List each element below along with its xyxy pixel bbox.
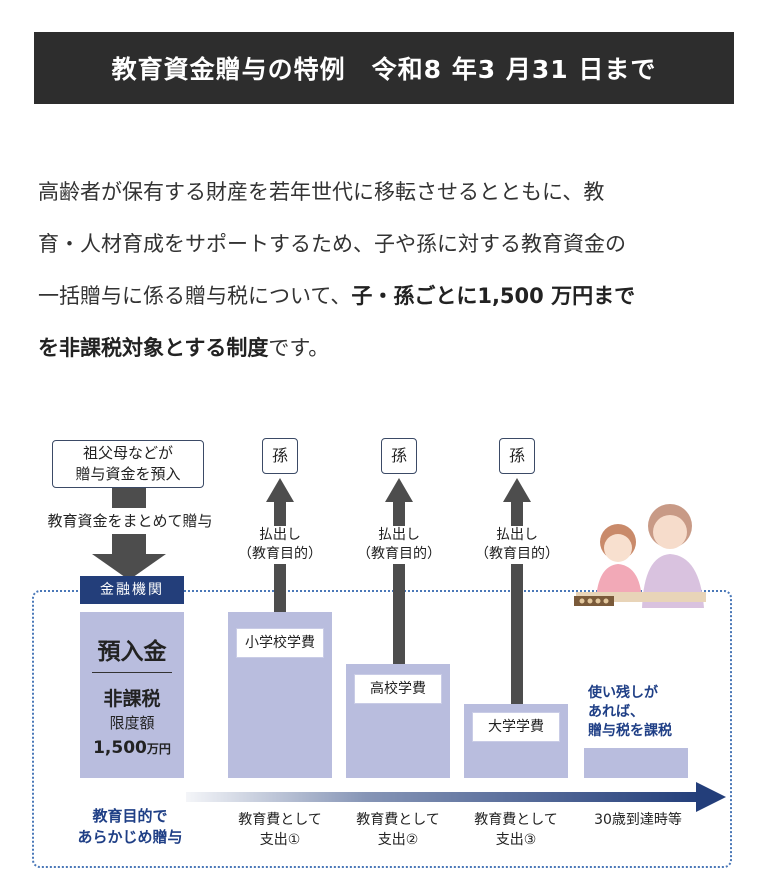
- intro-line-4: を非課税対象とする制度です。: [38, 322, 738, 374]
- timeline-arrow: [186, 782, 726, 812]
- deposit-divider: [92, 672, 172, 673]
- depositor-box: 祖父母などが 贈与資金を預入: [52, 440, 204, 488]
- page-title: 教育資金贈与の特例 令和8 年3 月31 日まで: [111, 55, 657, 84]
- lump-sum-label: 教育資金をまとめて贈与: [47, 512, 213, 530]
- deposit-arrow-stem-top: [112, 488, 146, 508]
- withdrawal-label-3: 払出し （教育目的）: [459, 526, 575, 564]
- stage-fee-label-2: 高校学費: [354, 674, 442, 704]
- deposit-arrow-head: [92, 554, 166, 580]
- withdrawal-label-2: 払出し （教育目的）: [341, 526, 457, 564]
- stage-fee-label-3: 大学学費: [472, 712, 560, 742]
- withdrawal-label-1: 払出し （教育目的）: [222, 526, 338, 564]
- leftover-bar: [584, 748, 688, 778]
- stage-bottom-3-line-2: 支出③: [495, 832, 537, 848]
- stage-bottom-2-line-1: 教育費として: [356, 812, 440, 828]
- page-title-banner: 教育資金贈与の特例 令和8 年3 月31 日まで: [34, 32, 734, 104]
- leftover-line-1: 使い残しが: [588, 685, 658, 701]
- intro-line-2: 育・人材育成をサポートするため、子や孫に対する教育資金の: [38, 232, 626, 256]
- financial-institution-label: 金融機関: [80, 576, 184, 604]
- intro-line-4-plain: です。: [268, 336, 330, 360]
- end-label: 30歳到達時等: [594, 812, 682, 828]
- grandparent-child-illustration: [574, 504, 706, 608]
- depositor-line-2: 贈与資金を預入: [75, 465, 181, 483]
- stage-bottom-2-line-2: 支出②: [377, 832, 419, 848]
- leftover-line-3: 贈与税を課税: [588, 723, 672, 739]
- stage-bottom-label-3: 教育費として 支出③: [454, 810, 578, 850]
- intro-line-4-bold: を非課税対象とする制度: [38, 336, 269, 360]
- depositor-line-1: 祖父母などが: [82, 444, 173, 462]
- deposit-amount-unit: 万円: [146, 742, 171, 756]
- withdrawal-label-3-line-2: （教育目的）: [475, 546, 559, 562]
- deposit-arrow-stem: [112, 534, 146, 556]
- withdrawal-label-3-line-1: 払出し: [496, 527, 538, 543]
- gift-label-line-1: 教育目的で: [92, 807, 168, 825]
- deposit-amount: 1,500万円: [80, 738, 184, 758]
- withdrawal-arrow-3: [503, 478, 531, 704]
- stage-bottom-1-line-2: 支出①: [259, 832, 301, 848]
- withdrawal-label-1-line-2: （教育目的）: [238, 546, 322, 562]
- gift-label-line-2: あらかじめ贈与: [77, 828, 183, 846]
- withdrawal-label-1-line-1: 払出し: [259, 527, 301, 543]
- grandchild-box-2: 孫: [381, 438, 417, 474]
- financial-institution-frame: [32, 590, 732, 868]
- intro-paragraph: 高齢者が保有する財産を若年世代に移転させるとともに、教 育・人材育成をサポートす…: [38, 166, 738, 374]
- intro-line-3-bold: 子・孫ごとに1,500 万円まで: [351, 284, 636, 308]
- gift-label: 教育目的で あらかじめ贈与: [60, 806, 200, 848]
- stage-bottom-3-line-1: 教育費として: [474, 812, 558, 828]
- grandchild-box-3: 孫: [499, 438, 535, 474]
- deposit-title: 預入金: [97, 639, 167, 665]
- deposit-box: [80, 612, 184, 778]
- deposit-tax-free: 非課税: [103, 688, 161, 710]
- intro-line-3: 一括贈与に係る贈与税について、子・孫ごとに1,500 万円まで: [38, 270, 738, 322]
- leftover-line-2: あれば、: [588, 704, 644, 720]
- deposit-amount-value: 1,500: [93, 738, 147, 758]
- leftover-note: 使い残しが あれば、 贈与税を課税: [588, 684, 672, 741]
- grandchild-box-1: 孫: [262, 438, 298, 474]
- withdrawal-label-2-line-1: 払出し: [378, 527, 420, 543]
- stage-bottom-label-2: 教育費として 支出②: [336, 810, 460, 850]
- withdrawal-label-2-line-2: （教育目的）: [357, 546, 441, 562]
- intro-line-1: 高齢者が保有する財産を若年世代に移転させるとともに、教: [38, 180, 605, 204]
- stage-bottom-1-line-1: 教育費として: [238, 812, 322, 828]
- intro-line-3-plain: 一括贈与に係る贈与税について、: [38, 284, 352, 308]
- stage-fee-label-1: 小学校学費: [236, 628, 324, 658]
- withdrawal-arrow-2: [385, 478, 413, 664]
- deposit-limit-label: 限度額: [109, 714, 155, 732]
- stage-bottom-label-1: 教育費として 支出①: [218, 810, 342, 850]
